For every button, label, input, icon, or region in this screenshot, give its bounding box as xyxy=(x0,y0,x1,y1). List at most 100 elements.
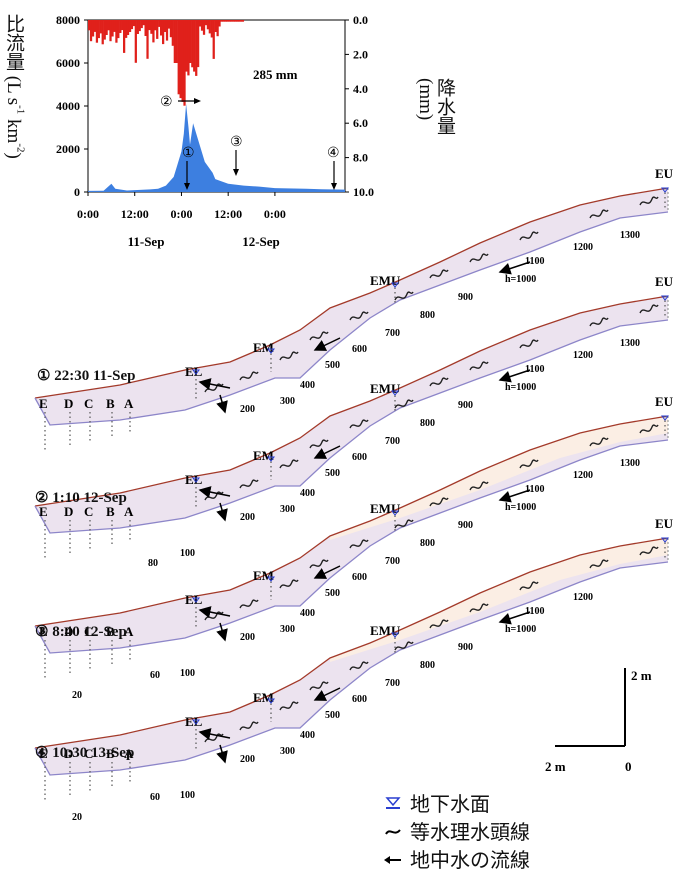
contour-line xyxy=(349,419,369,429)
rain-bar xyxy=(208,20,211,34)
bedrock-surface xyxy=(34,319,669,534)
well-b: B xyxy=(106,396,115,411)
rain-bar xyxy=(230,20,233,22)
flow-arrow xyxy=(198,486,231,498)
rain-bar xyxy=(101,20,104,45)
rain-bar xyxy=(224,20,227,22)
y-left-label-main: 比流量 (L s xyxy=(3,14,24,106)
y-left-label-close: ) xyxy=(3,152,24,159)
contour-label: 1200 xyxy=(573,242,593,253)
x-tick-label: 12:00 xyxy=(121,207,149,221)
contour-label: 1300 xyxy=(620,338,640,349)
rain-bar xyxy=(88,20,91,31)
contour-line xyxy=(394,291,414,301)
rain-bar xyxy=(169,20,173,38)
rain-bar xyxy=(241,20,245,22)
well-a: A xyxy=(124,396,134,411)
x-tick-label: 0:00 xyxy=(264,207,286,221)
rain-bar xyxy=(93,20,97,32)
well-d: D xyxy=(64,504,73,519)
rain-bar xyxy=(156,20,159,39)
marker-4: ④ xyxy=(327,146,340,190)
svg-text:③: ③ xyxy=(230,135,243,150)
contour-label: 1100 xyxy=(525,256,544,267)
flow-arrow xyxy=(313,565,341,579)
well-d: D xyxy=(64,746,73,761)
contour-line xyxy=(349,539,369,549)
hydrograph: 800060004000200000.02.04.06.08.010.00:00… xyxy=(56,13,374,249)
rain-bar xyxy=(134,20,137,63)
contour-label: 300 xyxy=(280,746,295,757)
rain-bar xyxy=(142,20,145,26)
rain-bar xyxy=(199,20,202,27)
water-table-marker xyxy=(661,187,669,193)
scale-bar: 2 m 2 m 0 xyxy=(545,668,652,774)
contour-label: 700 xyxy=(385,556,400,567)
contour-line xyxy=(469,481,489,491)
contour-label: 1200 xyxy=(573,592,593,603)
water-table-marker xyxy=(267,456,275,462)
well-a: A xyxy=(124,504,134,519)
rain-bar xyxy=(218,20,221,27)
station-em: EM xyxy=(253,690,274,705)
rain-bar xyxy=(185,20,188,72)
water-table-marker xyxy=(192,477,200,483)
x-tick-label: 12:00 xyxy=(214,207,242,221)
rain-bar xyxy=(165,20,169,41)
rain-bar xyxy=(179,20,182,99)
left-tick-label: 6000 xyxy=(56,56,80,70)
contour-line xyxy=(469,603,489,613)
rain-bar xyxy=(111,20,114,37)
rain-bar xyxy=(234,20,237,22)
contour-line xyxy=(519,339,539,349)
contour-label: 900 xyxy=(458,292,473,303)
contour-line xyxy=(279,579,299,589)
contour-label: 400 xyxy=(300,380,315,391)
water-table-marker xyxy=(267,698,275,704)
contour-icon xyxy=(380,819,406,843)
contour-label: 100 xyxy=(180,790,195,801)
date-12-sep: 12-Sep xyxy=(242,234,280,249)
rain-bar xyxy=(187,20,190,76)
contour-label: 800 xyxy=(420,538,435,549)
unsaturated-fill xyxy=(330,416,668,540)
contour-label: 400 xyxy=(300,730,315,741)
contour-line xyxy=(309,439,329,449)
contour-line xyxy=(519,459,539,469)
rain-bar xyxy=(128,20,132,32)
contour-line xyxy=(639,304,659,314)
contour-label: 1100 xyxy=(525,364,544,375)
right-tick-label: 8.0 xyxy=(353,151,368,165)
flow-arrow xyxy=(216,502,228,522)
contour-line xyxy=(309,331,329,341)
rain-bar xyxy=(123,20,126,53)
contour-label: 600 xyxy=(352,694,367,705)
contour-line xyxy=(279,459,299,469)
water-table-icon xyxy=(380,791,406,815)
rain-bar xyxy=(173,20,176,63)
bedrock-surface xyxy=(34,561,669,776)
panel-4-label: ④ 10:30 13-Sep xyxy=(35,745,135,761)
water-table-marker xyxy=(661,415,669,421)
bedrock-surface xyxy=(34,439,669,654)
scale-zero: 0 xyxy=(625,759,632,774)
contour-label: 600 xyxy=(352,344,367,355)
contour-line xyxy=(429,377,449,387)
ground-surface xyxy=(34,187,669,399)
contour-label: 900 xyxy=(458,642,473,653)
contour-label: 20 xyxy=(72,690,82,701)
well-e: E xyxy=(39,504,48,519)
water-table-marker xyxy=(391,390,399,396)
water-table-marker xyxy=(391,510,399,516)
rain-bar xyxy=(126,20,130,35)
legend-label-contour: 等水理水頭線 xyxy=(410,820,530,844)
y-left-label: 比流量 (L s-1 km-2) xyxy=(3,14,27,159)
rain-bar xyxy=(117,20,120,39)
contour-label: 20 xyxy=(72,812,82,823)
well-a: A xyxy=(124,746,134,761)
rain-bar xyxy=(113,20,116,32)
contour-line xyxy=(279,701,299,711)
scale-vertical: 2 m xyxy=(631,668,652,683)
